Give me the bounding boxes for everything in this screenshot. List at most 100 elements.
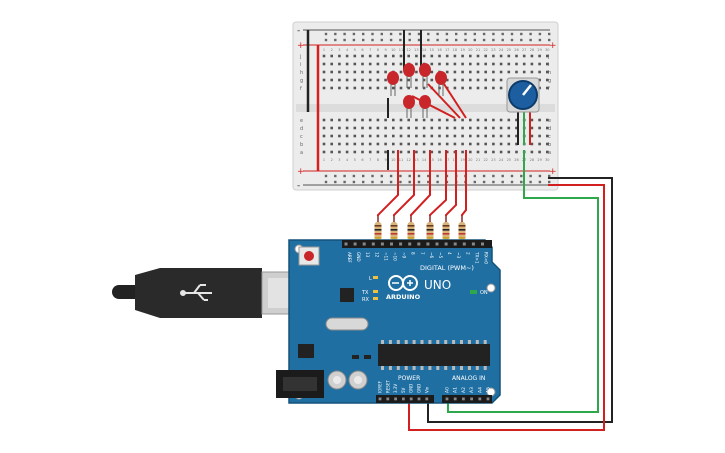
column-number: 5: [354, 158, 356, 162]
potentiometer[interactable]: [506, 77, 540, 113]
voltage-regulator: [298, 344, 314, 358]
row-letter: i: [548, 62, 549, 68]
power-pin-label: RESET: [385, 380, 390, 393]
row-letter: d: [548, 126, 551, 132]
column-number: 26: [514, 48, 518, 52]
digital-pin-label: 12: [374, 252, 379, 258]
column-number: 28: [530, 48, 534, 52]
column-number: 16: [437, 158, 441, 162]
column-number: 13: [414, 48, 418, 52]
digital-pin-label: 2: [465, 252, 470, 255]
led-l-label: L: [369, 276, 372, 282]
analog-pin-label: A1: [453, 387, 459, 393]
column-number: 14: [422, 158, 427, 162]
row-wires: [387, 150, 467, 170]
column-number: 12: [406, 158, 410, 162]
power-pin-label: 3.3V: [393, 384, 398, 393]
reset-button[interactable]: [298, 246, 320, 266]
digital-pin-label: 7: [420, 252, 425, 255]
analog-pin-label: A0: [445, 387, 451, 393]
column-number: 8: [377, 48, 379, 52]
power-header[interactable]: [376, 395, 434, 403]
row-letter: h: [548, 70, 551, 76]
digital-pin-label: ~9: [402, 252, 407, 259]
row-letter: g: [548, 78, 551, 84]
row-letter: f: [300, 86, 302, 92]
digital-pin-label: 13: [365, 252, 370, 258]
digital-header[interactable]: [342, 240, 492, 248]
column-number: 23: [491, 48, 495, 52]
digital-pin-label: 8: [411, 252, 416, 255]
row-letter: d: [300, 126, 303, 132]
digital-pin-label: 4: [447, 252, 452, 255]
column-number: 3: [338, 48, 340, 52]
analog-header[interactable]: [442, 395, 492, 403]
column-number: 5: [354, 48, 356, 52]
row-letter: e: [300, 118, 303, 124]
column-number: 10: [391, 158, 395, 162]
column-number: 6: [361, 48, 363, 52]
digital-pin-label: ~5: [438, 252, 443, 259]
model-label: UNO: [424, 278, 451, 292]
column-number: 29: [537, 48, 541, 52]
black-ground-wire: [427, 177, 613, 423]
chip-pins: [381, 340, 487, 370]
power-jack[interactable]: [276, 370, 324, 398]
column-number: 11: [399, 48, 403, 52]
led-3[interactable]: [419, 63, 431, 88]
column-number: 18: [453, 48, 457, 52]
rail-plus-top: +: [297, 41, 305, 51]
power-wires: [408, 150, 613, 431]
column-number: 7: [369, 48, 371, 52]
breadboard-jumper-wires: [306, 30, 531, 171]
column-number: 27: [522, 48, 526, 52]
analog-label: ANALOG IN: [452, 375, 485, 382]
rail-plus-bottom-right: +: [549, 167, 557, 177]
column-number: 4: [346, 158, 349, 162]
microcontroller-chip: [378, 344, 490, 366]
led-4[interactable]: [435, 71, 447, 96]
on-label: ON: [480, 290, 488, 296]
column-number: 19: [460, 158, 464, 162]
mount-hole: [486, 283, 496, 293]
usb-icon: [180, 284, 212, 301]
column-number: 9: [384, 48, 386, 52]
analog-pin-label: A3: [469, 387, 475, 393]
column-number: 3: [338, 158, 340, 162]
rail-plus-bottom: +: [297, 167, 305, 177]
column-number: 10: [391, 48, 395, 52]
column-number: 1: [323, 48, 325, 52]
power-pin-label: GND: [417, 384, 422, 393]
digital-pin-label: AREF: [347, 252, 352, 263]
digital-pin-label: TX>1: [474, 251, 479, 264]
led-tx-label: TX: [361, 290, 369, 296]
digital-pin-label: ~10: [393, 252, 398, 261]
row-letter: h: [300, 70, 303, 76]
analog-pin-label: A5: [486, 387, 492, 393]
column-number: 19: [460, 48, 464, 52]
brand-label: ARDUINO: [386, 293, 421, 301]
column-number: 17: [445, 158, 449, 162]
column-number: 28: [530, 158, 534, 162]
resistor-array: [374, 216, 466, 246]
led-2[interactable]: [403, 63, 415, 88]
rail-plus-top-right: +: [549, 41, 557, 51]
power-label: POWER: [398, 375, 420, 382]
column-number: 25: [507, 158, 511, 162]
column-number: 13: [414, 158, 418, 162]
led-1[interactable]: [387, 71, 399, 96]
led-5[interactable]: [403, 95, 415, 118]
analog-pin-label: A4: [477, 387, 483, 393]
row-letter: g: [300, 78, 303, 84]
row-letter: j: [547, 54, 549, 60]
green-signal-wire: [447, 150, 599, 413]
led-6[interactable]: [419, 95, 431, 118]
potentiometer-knob-indicator: [522, 84, 532, 96]
column-number: 29: [537, 158, 541, 162]
column-number: 17: [445, 48, 449, 52]
column-number: 1: [323, 158, 325, 162]
